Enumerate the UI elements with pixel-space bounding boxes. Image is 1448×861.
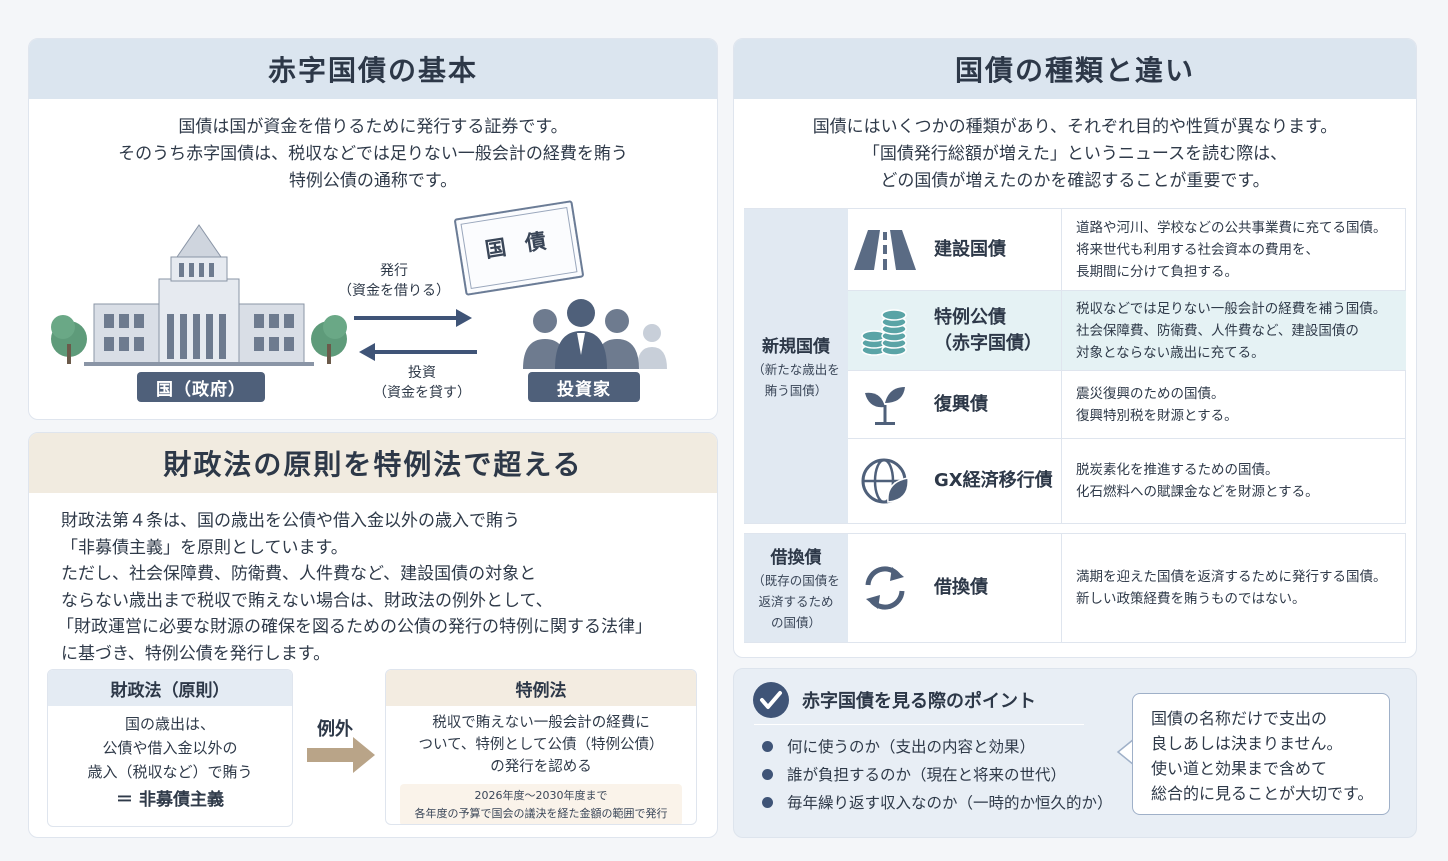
point-item: 毎年繰り返す収入なのか（一時的か恒久的か）	[762, 791, 1113, 813]
points-panel: 赤字国債を見る際のポイント 何に使うのか（支出の内容と効果） 誰が負担するのか（…	[733, 668, 1417, 838]
basics-panel: 赤字国債の基本 国債は国が資金を借りるために発行する証券です。 そのうち赤字国債…	[28, 38, 718, 420]
government-building-icon	[51, 224, 347, 366]
special-law-title: 特例法	[386, 670, 696, 706]
exception-label: 例外	[317, 719, 353, 740]
principle-box: 財政法（原則） 国の歳出は、 公債や借入金以外の 歳入（税収など）で賄う ＝ 非…	[47, 669, 293, 827]
bond-types-intro: 国債にはいくつかの種類があり、それぞれ目的や性質が異なります。 「国債発行総額が…	[812, 117, 1338, 191]
special-law-note: 2026年度～2030年度まで 各年度の予算で国会の議決を経た金額の範囲で発行	[400, 784, 682, 824]
issuance-diagram: 国（政府） 発行 （資金を借りる） 投資 （資金を貸す） 国 債 投資家	[29, 200, 717, 419]
new-bonds-category: 新規国債 （新たな歳出を 賄う国債）	[744, 209, 848, 523]
globe-leaf-icon	[861, 458, 909, 504]
bond-row-special-deficit: 特例公債 （赤字国債） 税収などでは足りない一般会計の経費を補う国債。 社会保障…	[848, 291, 1406, 371]
coins-icon	[861, 308, 907, 356]
point-item: 誰が負担するのか（現在と将来の世代）	[762, 763, 1066, 785]
issue-arrow-icon	[354, 309, 472, 327]
bond-certificate: 国 債	[453, 200, 585, 296]
fiscal-law-title: 財政法の原則を特例法で超える	[29, 433, 717, 493]
bond-row-refinancing: 借換債 満期を迎えた国債を返済するために発行する国債。 新しい政策経費を賄うもの…	[848, 534, 1406, 642]
sprout-icon	[865, 386, 905, 425]
basics-intro: 国債は国が資金を借りるために発行する証券です。 そのうち赤字国債は、税収などでは…	[118, 117, 628, 191]
principle-title: 財政法（原則）	[48, 670, 292, 706]
fiscal-law-body: 財政法第４条は、国の歳出を公債や借入金以外の歳入で賄う 「非募債主義」を原則とし…	[57, 511, 652, 664]
bond-types-panel: 国債の種類と違い 国債にはいくつかの種類があり、それぞれ目的や性質が異なります。…	[733, 38, 1417, 658]
issue-text: 発行 （資金を借りる）	[338, 263, 450, 299]
invest-text: 投資 （資金を貸す）	[373, 365, 471, 401]
bond-types-title: 国債の種類と違い	[734, 39, 1416, 99]
exception-arrow-icon	[307, 737, 375, 773]
investor-label: 投資家	[528, 372, 640, 402]
special-law-box: 特例法 税収で賄えない一般会計の経費に ついて、特例として公債（特例公債） の発…	[385, 669, 697, 825]
investors-icon	[523, 299, 667, 369]
refresh-icon	[865, 566, 905, 610]
principle-conclusion: ＝ 非募債主義	[116, 790, 224, 810]
invest-arrow-icon	[359, 343, 477, 361]
fiscal-law-panel: 財政法の原則を特例法で超える 財政法第４条は、国の歳出を公債や借入金以外の歳入で…	[28, 432, 718, 838]
bond-row-gx: GX経済移行債 脱炭素化を推進するための国債。 化石燃料への賦課金などを財源とす…	[848, 439, 1406, 523]
bond-row-reconstruction: 復興債 震災復興のための国債。 復興特別税を財源とする。	[848, 371, 1406, 439]
point-item: 何に使うのか（支出の内容と効果）	[762, 735, 1035, 757]
advice-bubble: 国債の名称だけで支出の 良しあしは決まりません。 使い道と効果まで含めて 総合的…	[1132, 693, 1390, 815]
bond-row-construction: 建設国債 道路や河川、学校などの公共事業費に充てる国債。 将来世代も利用する社会…	[848, 209, 1406, 291]
refinancing-category: 借換債 （既存の国債を 返済するため の国債）	[744, 534, 848, 642]
points-title: 赤字国債を見る際のポイント	[802, 691, 1036, 712]
government-label: 国（政府）	[137, 372, 265, 402]
road-icon	[854, 229, 916, 270]
basics-title: 赤字国債の基本	[29, 39, 717, 99]
checkmark-icon	[753, 682, 789, 718]
